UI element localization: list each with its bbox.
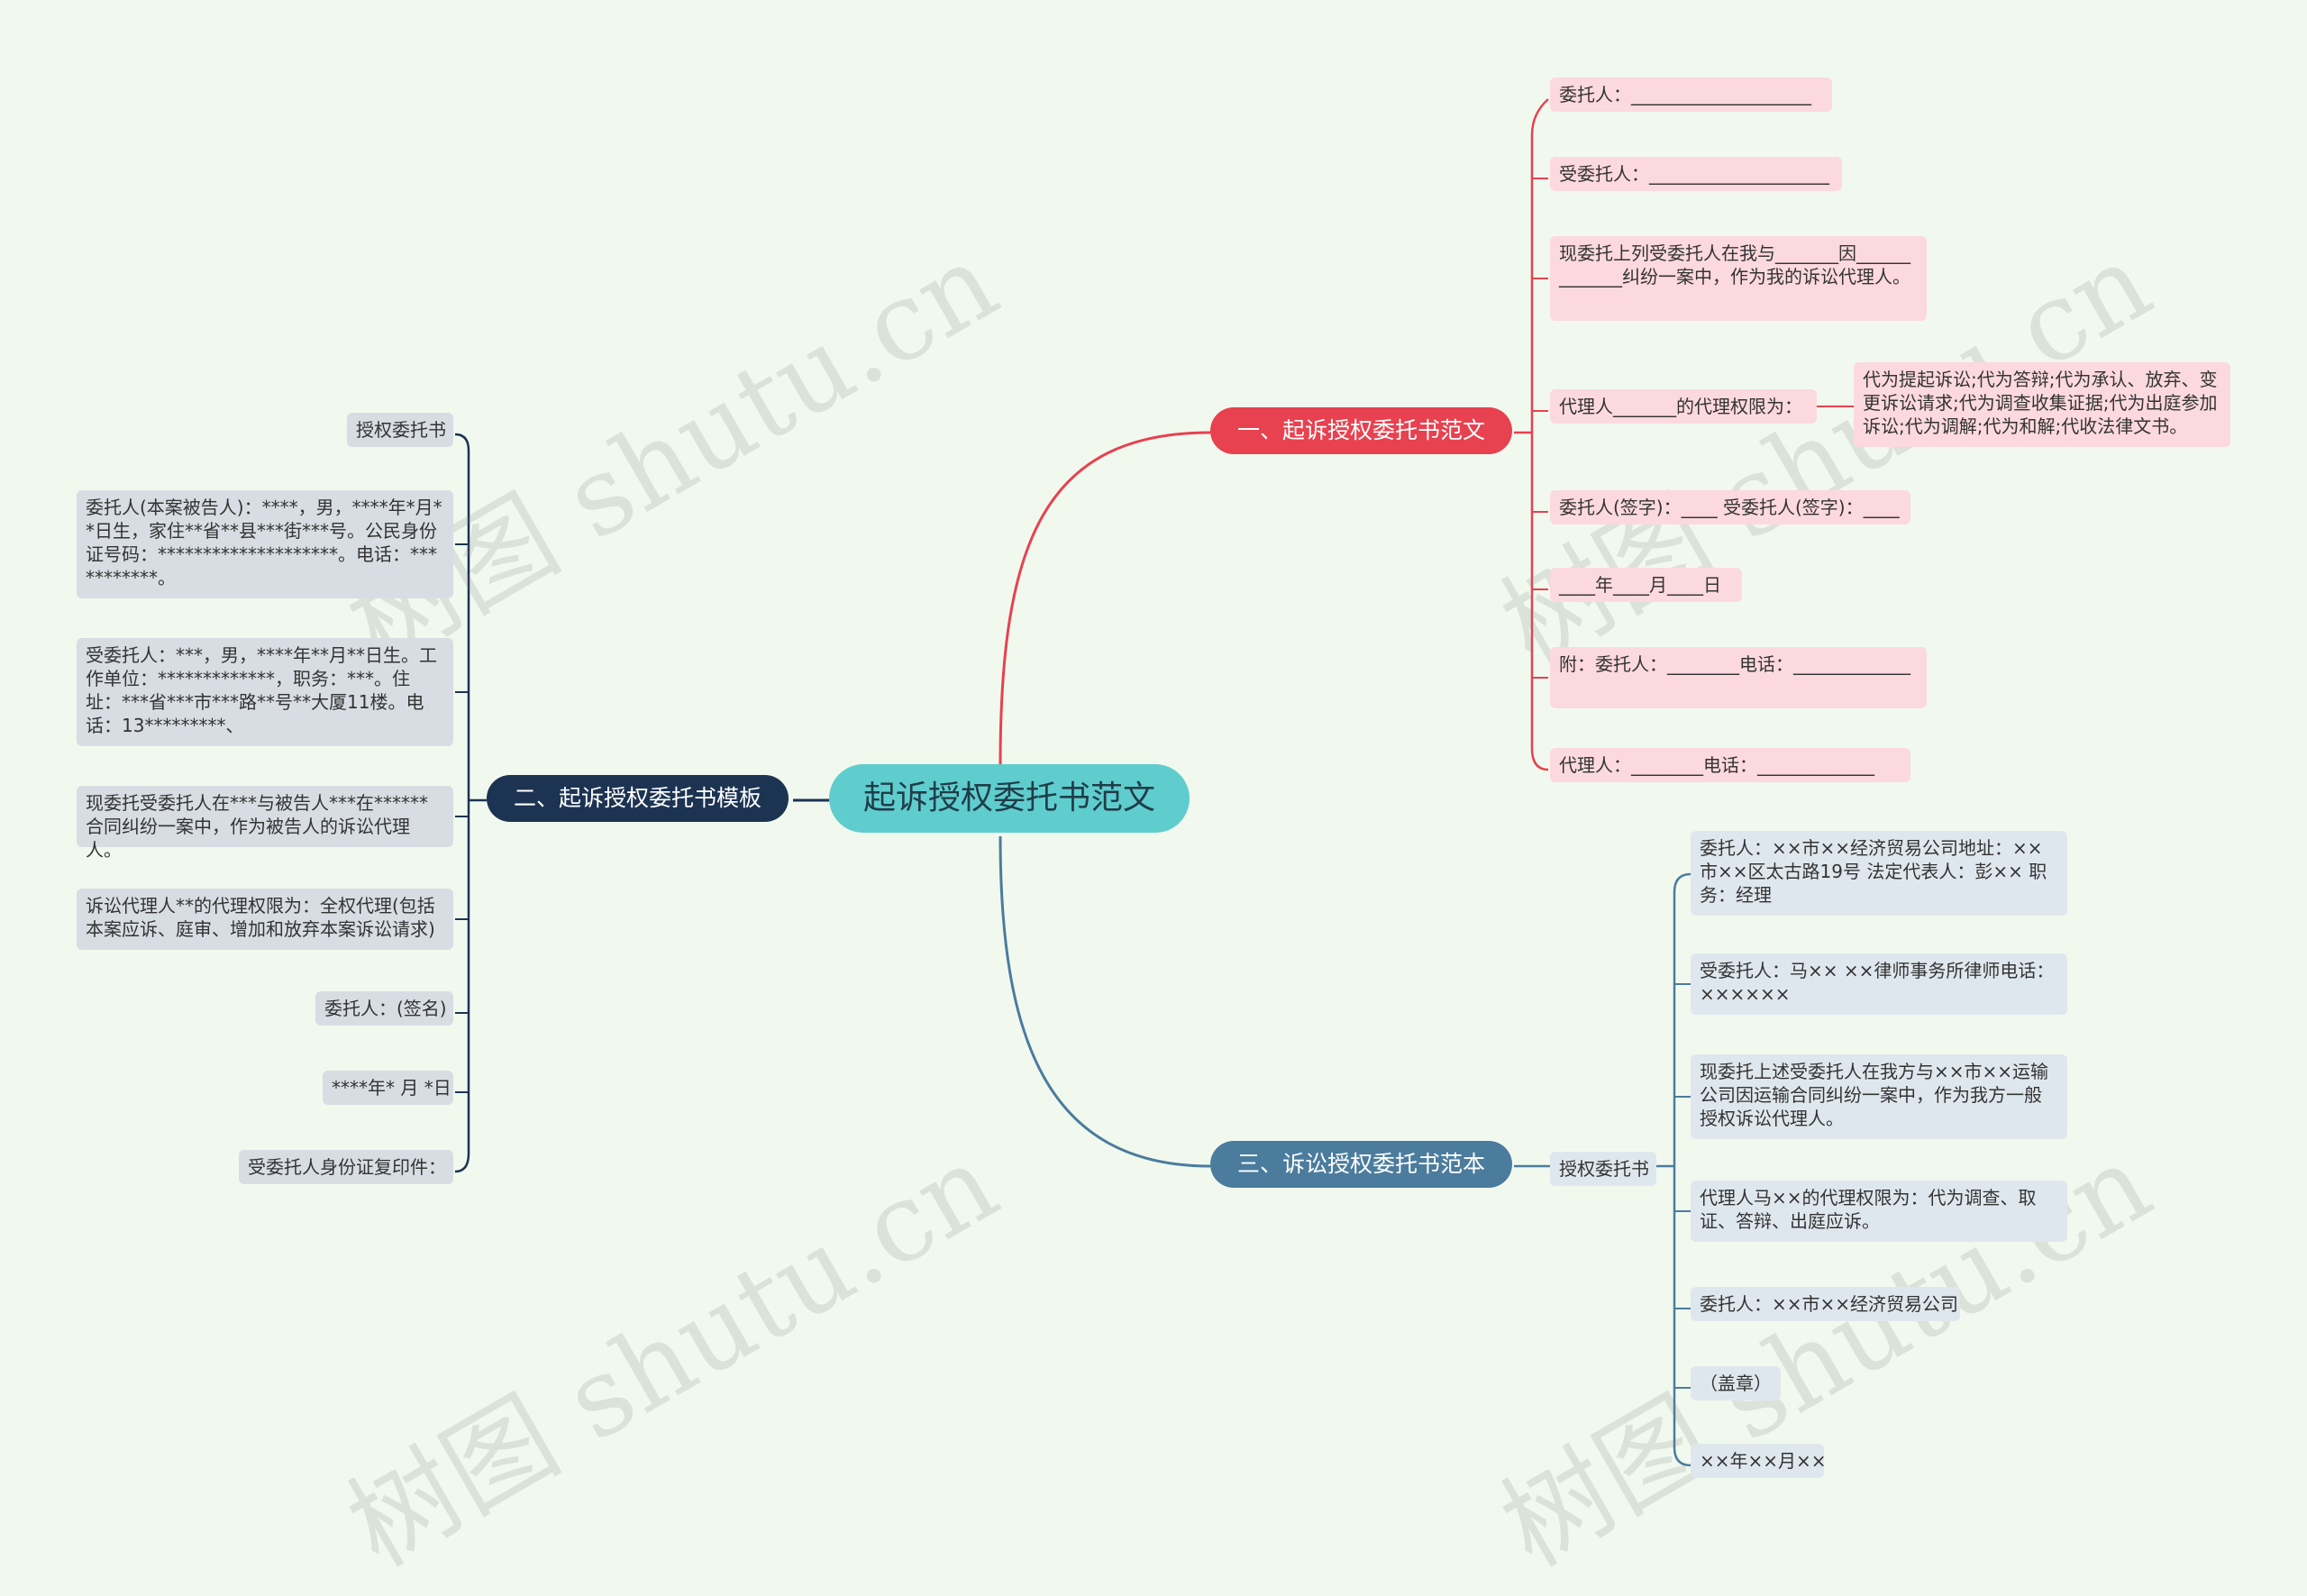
branch-3-trunk-up xyxy=(1673,872,1691,1166)
branch-2-topic[interactable]: 二、起诉授权委托书模板 xyxy=(487,775,789,822)
branch-1-item[interactable]: 代理人_______的代理权限为： xyxy=(1550,389,1817,424)
branch-1-subitem[interactable]: 代为提起诉讼;代为答辩;代为承认、放弃、变更诉讼请求;代为调查收集证据;代为出庭… xyxy=(1854,362,2230,447)
branch-3-item[interactable]: 委托人：××市××经济贸易公司地址：××市××区太古路19号 法定代表人：彭××… xyxy=(1691,831,2067,916)
branch-3-subtopic[interactable]: 授权委托书 xyxy=(1550,1152,1656,1186)
branch-2-item[interactable]: ****年* 月 *日 xyxy=(323,1071,453,1105)
branch-3-trunk-down xyxy=(1673,1166,1691,1467)
branch-3-item[interactable]: ××年××月×× xyxy=(1691,1444,1827,1478)
branch-1-item[interactable]: ____年____月____日 xyxy=(1550,568,1742,602)
branch-3-item[interactable]: 代理人马××的代理权限为：代为调查、取证、答辩、出庭应诉。 xyxy=(1691,1181,2067,1242)
branch-1-trunk-up xyxy=(1530,98,1549,433)
branch-1-trunk-down xyxy=(1530,433,1549,771)
root-to-branch-3-link xyxy=(998,835,1211,1168)
branch-3-item[interactable]: 委托人：××市××经济贸易公司 xyxy=(1691,1287,1960,1321)
branch-3-topic[interactable]: 三、诉讼授权委托书范本 xyxy=(1210,1141,1513,1188)
branch-1-item[interactable]: 委托人：____________________ xyxy=(1550,78,1832,112)
branch-2-item[interactable]: 诉讼代理人**的代理权限为：全权代理(包括本案应诉、庭审、增加和放弃本案诉讼请求… xyxy=(77,889,453,950)
branch-2-item[interactable]: 委托人：(签名) xyxy=(315,991,453,1026)
branch-1-item[interactable]: 委托人(签字)：____ 受委托人(签字)：____ xyxy=(1550,490,1910,524)
branch-3-item[interactable]: （盖章） xyxy=(1691,1366,1781,1400)
branch-2-item[interactable]: 委托人(本案被告人)：****，男，****年*月**日生，家住**省**县**… xyxy=(77,490,453,598)
mind-map-canvas: 树图 shutu.cn 树图 shutu.cn 树图 shutu.cn 树图 s… xyxy=(77,78,2230,1591)
branch-3-item[interactable]: 现委托上述受委托人在我方与××市××运输公司因运输合同纠纷一案中，作为我方一般授… xyxy=(1691,1054,2067,1139)
branch-1-topic[interactable]: 一、起诉授权委托书范文 xyxy=(1210,407,1513,454)
branch-2-trunk-up xyxy=(454,433,470,800)
branch-2-item[interactable]: 受委托人：***，男，****年**月**日生。工作单位：***********… xyxy=(77,638,453,746)
branch-3-item[interactable]: 受委托人：马×× ××律师事务所律师电话：×××××× xyxy=(1691,953,2067,1015)
branch-1-item[interactable]: 现委托上列受委托人在我与_______因_____________纠纷一案中，作… xyxy=(1550,236,1927,321)
root-to-branch-1-link xyxy=(998,431,1211,765)
branch-2-item[interactable]: 现委托受委托人在***与被告人***在******合同纠纷一案中，作为被告人的诉… xyxy=(77,786,453,861)
root-topic[interactable]: 起诉授权委托书范文 xyxy=(829,764,1190,833)
branch-2-item[interactable]: 受委托人身份证复印件： xyxy=(239,1150,453,1184)
connector-lines xyxy=(454,98,1854,1467)
branch-2-item[interactable]: 授权委托书 xyxy=(347,413,453,447)
branch-1-item[interactable]: 受委托人：____________________ xyxy=(1550,157,1842,191)
branch-2-trunk-down xyxy=(454,800,470,1173)
branch-1-item[interactable]: 代理人：________电话：_____________ xyxy=(1550,748,1910,782)
branch-1-item[interactable]: 附：委托人：________电话：_____________ xyxy=(1550,647,1927,708)
